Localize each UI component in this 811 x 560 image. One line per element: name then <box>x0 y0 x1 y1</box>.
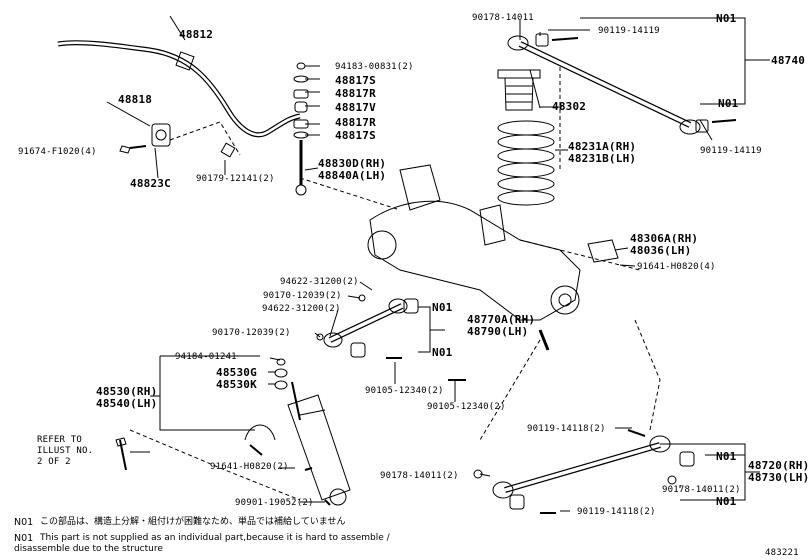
label-n01-lower-a[interactable]: N01 <box>432 301 453 314</box>
stabilizer-bracket <box>151 123 171 147</box>
note-jp-code: N01 <box>14 517 34 528</box>
coil-spring <box>497 120 555 206</box>
label-48740[interactable]: 48740 <box>771 54 806 67</box>
label-91641-h0820-2[interactable]: 91641-H0820(2) <box>210 462 289 472</box>
refer-line-3[interactable]: 2 OF 2 <box>37 457 71 467</box>
refer-line-2[interactable]: ILLUST NO. <box>37 446 94 456</box>
label-48812[interactable]: 48812 <box>179 28 214 41</box>
label-94183-00831[interactable]: 94183-00831(2) <box>335 62 414 72</box>
label-90170-12039-b[interactable]: 90170-12039(2) <box>212 328 291 338</box>
label-94184-01241[interactable]: 94184-01241 <box>175 352 237 362</box>
label-n01-lower-b[interactable]: N01 <box>432 346 453 359</box>
label-94622-31200-b[interactable]: 94622-31200(2) <box>262 304 341 314</box>
label-48730[interactable]: 48730(LH) <box>748 471 810 484</box>
label-48817v[interactable]: 48817V <box>335 101 376 114</box>
note-en-line-1: This part is not supplied as an individu… <box>40 533 390 543</box>
label-90119-14119-mid[interactable]: 90119-14119 <box>700 146 762 156</box>
label-90178-14011-b[interactable]: 90178-14011(2) <box>380 471 459 481</box>
label-90178-14011-top[interactable]: 90178-14011 <box>472 13 534 23</box>
label-48818[interactable]: 48818 <box>118 93 153 106</box>
label-48302[interactable]: 48302 <box>552 100 587 113</box>
note-en-line-2: disassemble due to the structure <box>14 544 163 554</box>
label-48817r-b[interactable]: 48817R <box>335 116 376 129</box>
label-n01-mid[interactable]: N01 <box>718 97 739 110</box>
label-90119-14118-b2[interactable]: 90119-14118(2) <box>577 507 656 517</box>
label-90105-12340-b[interactable]: 90105-12340(2) <box>427 402 506 412</box>
label-48231b[interactable]: 48231B(LH) <box>568 152 637 165</box>
refer-line-1[interactable]: REFER TO <box>37 435 82 445</box>
label-48790[interactable]: 48790(LH) <box>467 325 529 338</box>
label-48823c[interactable]: 48823C <box>130 177 171 190</box>
diagram-id: 483221 <box>765 548 799 558</box>
label-48770a[interactable]: 48770A(RH) <box>467 313 536 326</box>
label-48530[interactable]: 48530(RH) <box>96 385 158 398</box>
label-90119-14118-b1[interactable]: 90119-14118(2) <box>527 424 606 434</box>
label-90170-12039-a[interactable]: 90170-12039(2) <box>263 291 342 301</box>
shock-absorber <box>244 358 351 506</box>
label-48720[interactable]: 48720(RH) <box>748 459 810 472</box>
label-90105-12340-a[interactable]: 90105-12340(2) <box>365 386 444 396</box>
label-48530g[interactable]: 48530G <box>216 366 257 379</box>
label-48231a[interactable]: 48231A(RH) <box>568 140 637 153</box>
label-48817r-a[interactable]: 48817R <box>335 87 376 100</box>
label-48817s-b[interactable]: 48817S <box>335 129 376 142</box>
label-48036[interactable]: 48036(LH) <box>630 244 692 257</box>
label-91674-f1020[interactable]: 91674-F1020(4) <box>18 147 97 157</box>
label-n01-right-a[interactable]: N01 <box>716 450 737 463</box>
label-90901-19052[interactable]: 90901-19052(2) <box>235 498 314 508</box>
label-90179-12141[interactable]: 90179-12141(2) <box>196 174 275 184</box>
label-48530k[interactable]: 48530K <box>216 378 257 391</box>
label-n01-right-b[interactable]: N01 <box>716 495 737 508</box>
label-91641-h0820-4[interactable]: 91641-H0820(4) <box>637 262 716 272</box>
label-48830d[interactable]: 48830D(RH) <box>318 157 387 170</box>
label-90178-14011-c[interactable]: 90178-14011(2) <box>662 485 741 495</box>
label-48840a[interactable]: 48840A(LH) <box>318 169 387 182</box>
bar-bushing <box>175 51 195 71</box>
label-48540[interactable]: 48540(LH) <box>96 397 158 410</box>
label-48817s-a[interactable]: 48817S <box>335 74 376 87</box>
note-en-code: N01 <box>14 533 34 544</box>
label-94622-31200-a[interactable]: 94622-31200(2) <box>280 277 359 287</box>
note-jp-text: この部品は、構造上分解・組付けが困難なため、単品では補給していません <box>40 517 346 527</box>
label-48306a[interactable]: 48306A(RH) <box>630 232 699 245</box>
label-90119-14119-top[interactable]: 90119-14119 <box>598 26 660 36</box>
label-n01-top[interactable]: N01 <box>716 12 737 25</box>
